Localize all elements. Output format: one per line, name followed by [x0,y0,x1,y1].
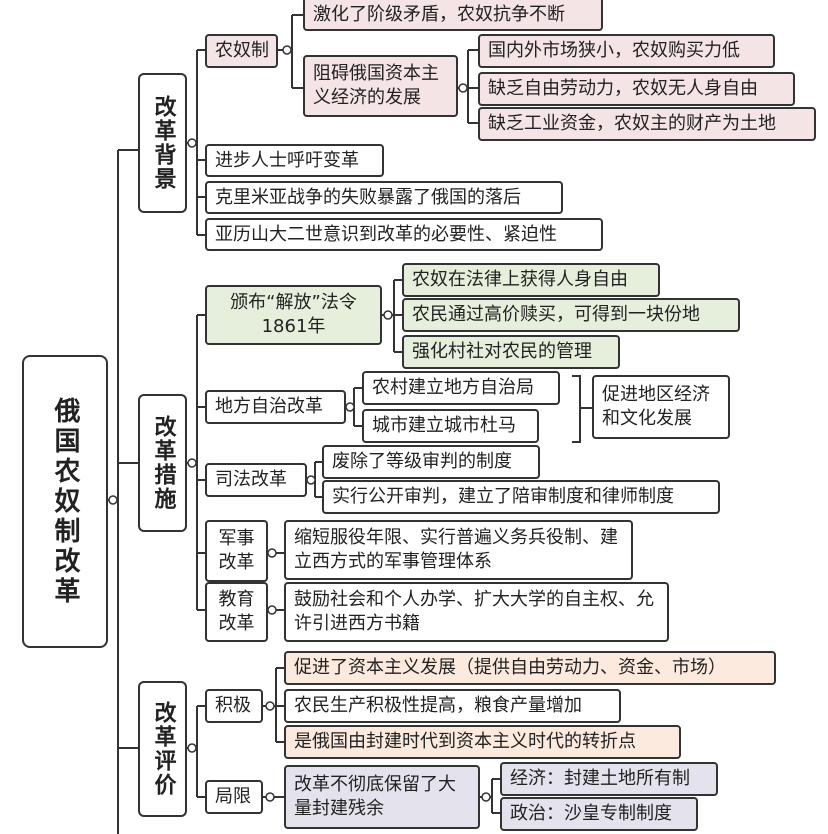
branch-background: 改革背景 [138,73,187,213]
node-no-labor: 缺乏自由劳动力，农奴无人身自由 [478,72,795,106]
node-serfdom-hinder: 阻碍俄国资本主义经济的发展 [303,55,458,117]
node-commune: 强化村社对农民的管理 [402,335,620,369]
branch-measures: 改革措施 [138,394,187,532]
node-limitations: 局限 [205,780,263,814]
node-military-detail: 缩短服役年限、实行普遍义务兵役制、建立西方式的军事管理体系 [284,520,633,580]
node-market-small: 国内外市场狭小，农奴购买力低 [478,34,775,68]
node-economy: 经济：封建土地所有制 [500,762,718,796]
node-incomplete-reform: 改革不彻底保留了大量封建残余 [284,765,480,829]
node-public-trial: 实行公开审判，建立了陪审制度和律师制度 [322,480,720,514]
node-turning-point: 是俄国由封建时代到资本主义时代的转折点 [284,725,681,759]
node-education-reform: 教育改革 [205,582,268,642]
node-zemstvo: 农村建立地方自治局 [362,371,560,405]
node-education-detail: 鼓励社会和个人办学、扩大大学的自主权、允许引进西方书籍 [284,582,669,642]
node-politics: 政治：沙皇专制制度 [500,797,698,831]
node-regional-development: 促进地区经济和文化发展 [592,375,730,439]
node-judicial-reform: 司法改革 [205,463,307,497]
node-serfdom: 农奴制 [205,34,278,68]
node-progressives: 进步人士呼吁变革 [205,144,384,177]
node-no-capital: 缺乏工业资金，农奴主的财产为土地 [478,107,816,141]
node-city-duma: 城市建立城市杜马 [362,409,539,443]
decree-year: 1861年 [261,316,326,337]
node-serfdom-conflict: 激化了阶级矛盾，农奴抗争不断 [303,0,603,31]
node-alexander: 亚历山大二世意识到改革的必要性、紧迫性 [205,218,603,251]
branch-evaluation: 改革评价 [138,681,187,817]
root-node: 俄国农奴制改革 [22,355,108,648]
decree-title: 颁布“解放”法令 [230,292,357,313]
node-capitalism-boost: 促进了资本主义发展（提供自由劳动力、资金、市场） [284,651,776,685]
node-local-self-government: 地方自治改革 [205,390,346,424]
node-legal-freedom: 农奴在法律上获得人身自由 [402,263,660,297]
node-emancipation-decree: 颁布“解放”法令 1861年 [205,285,382,345]
node-crimean-war: 克里米亚战争的失败暴露了俄国的落后 [205,181,563,214]
node-abolish-estate-courts: 废除了等级审判的制度 [322,445,540,479]
node-positive: 积极 [205,689,263,723]
node-productivity: 农民生产积极性提高，粮食产量增加 [284,689,621,723]
node-land-redemption: 农民通过高价赎买，可得到一块份地 [402,298,740,332]
node-military-reform: 军事改革 [205,520,268,582]
